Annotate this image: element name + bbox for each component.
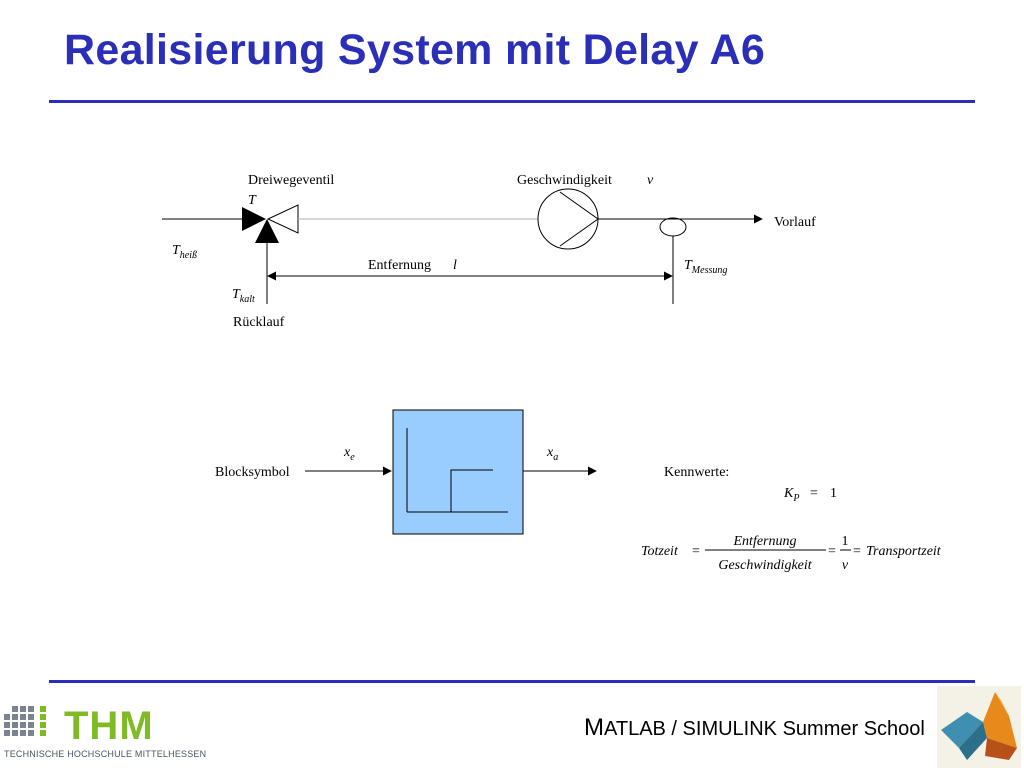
valve-bottom-triangle <box>255 219 279 243</box>
block-output-label: xa <box>546 445 558 463</box>
distance-symbol: l <box>453 258 457 273</box>
sensor-icon <box>659 217 687 237</box>
fraction-denominator: Geschwindigkeit <box>718 558 812 573</box>
fraction2-denominator: v <box>842 558 849 573</box>
formula-eq3: = <box>853 544 861 559</box>
footer-school-title: MATLAB / SIMULINK Summer School <box>584 714 925 742</box>
slide-title: Realisierung System mit Delay A6 <box>64 26 766 74</box>
thm-logo: THM TECHNISCHE HOCHSCHULE MITTELHESSEN <box>4 702 207 762</box>
thm-wordmark: THM <box>64 704 154 748</box>
block-step-curve <box>450 469 493 512</box>
measure-temp-label: TMessung <box>684 258 727 276</box>
xa-sub: a <box>553 452 558 463</box>
footer-divider <box>49 680 975 683</box>
footer: THM TECHNISCHE HOCHSCHULE MITTELHESSEN M… <box>0 686 1024 768</box>
valve-label: Dreiwegeventil <box>248 173 334 188</box>
kp-sub: P <box>792 493 799 504</box>
kp-value: 1 <box>830 486 837 501</box>
xe-x: x <box>343 445 351 460</box>
title-divider <box>49 100 975 103</box>
cold-temp-label: Tkalt <box>232 287 255 305</box>
school-rest: ATLAB / SIMULINK Summer School <box>604 718 925 740</box>
speed-symbol: v <box>647 173 654 188</box>
hot-temp-label: Theiß <box>172 243 197 261</box>
kp-K: K <box>783 486 794 501</box>
measure-T: T <box>684 258 693 273</box>
parameters-group: Kennwerte: KP = 1 Totzeit = Entfernung G… <box>641 465 942 573</box>
return-label: Rücklauf <box>233 315 285 330</box>
formula-left: Totzeit <box>641 544 679 559</box>
formula-eq2: = <box>828 544 836 559</box>
block-symbol-group: Blocksymbol xe xa <box>215 409 597 535</box>
outlet-label: Vorlauf <box>774 215 816 230</box>
system-diagram: Dreiwegeventil T Geschwindigkeit v Vorla… <box>162 173 942 573</box>
hot-T: T <box>172 243 181 258</box>
valve-right-triangle <box>266 204 299 234</box>
delay-block <box>392 409 524 535</box>
hot-sub: heiß <box>180 250 197 261</box>
valve-T-label: T <box>248 193 257 208</box>
speed-label: Geschwindigkeit <box>517 173 612 188</box>
measure-sub: Messung <box>691 265 728 276</box>
distance-label: Entfernung <box>368 258 431 273</box>
valve-left-triangle <box>242 207 266 231</box>
xa-x: x <box>546 445 554 460</box>
fraction-numerator: Entfernung <box>733 534 797 549</box>
plant-schematic: Dreiwegeventil T Geschwindigkeit v Vorla… <box>162 173 816 330</box>
block-input-label: xe <box>343 445 355 463</box>
kp-equals: = <box>810 486 818 501</box>
cold-sub: kalt <box>240 294 255 305</box>
school-initial: M <box>584 714 604 741</box>
xe-sub: e <box>350 452 355 463</box>
kp-label: KP <box>783 486 799 504</box>
cold-T: T <box>232 287 241 302</box>
formula-eq1: = <box>692 544 700 559</box>
matlab-logo-icon <box>937 686 1021 768</box>
formula-right: Transportzeit <box>866 544 942 559</box>
thm-grid-icon <box>4 706 46 736</box>
fraction2-numerator: 1 <box>842 534 849 549</box>
thm-subtitle: TECHNISCHE HOCHSCHULE MITTELHESSEN <box>4 749 207 759</box>
parameters-heading: Kennwerte: <box>664 465 729 480</box>
block-label: Blocksymbol <box>215 465 290 480</box>
